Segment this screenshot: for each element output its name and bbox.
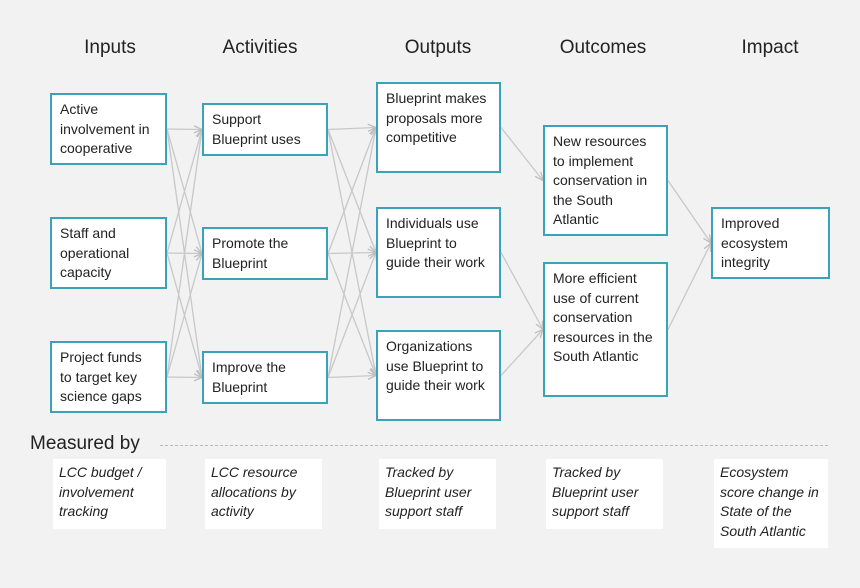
measure-activities: LCC resource allocations by activity: [205, 459, 322, 529]
activity-box-improve: Improve the Blueprint: [202, 351, 328, 404]
header-impact: Impact: [741, 37, 799, 58]
connector-arrow: [166, 129, 202, 130]
outcome-box-efficient-use: More efficient use of current conservati…: [543, 262, 668, 397]
input-box-staff: Staff and operational capacity: [50, 217, 167, 289]
measure-inputs: LCC budget / involvement tracking: [53, 459, 166, 529]
connector-arrow: [166, 377, 202, 378]
measured-divider: [160, 445, 828, 446]
connector-arrow: [667, 180, 711, 244]
output-box-individuals: Individuals use Blueprint to guide their…: [376, 207, 501, 298]
connector-arrow: [327, 376, 376, 378]
output-box-organizations: Organizations use Blueprint to guide the…: [376, 330, 501, 421]
header-activities: Activities: [222, 37, 298, 58]
input-box-involvement: Active involvement in cooperative: [50, 93, 167, 165]
impact-box-ecosystem: Improved ecosystem integrity: [711, 207, 830, 279]
header-outcomes: Outcomes: [559, 37, 647, 58]
measure-outputs: Tracked by Blueprint user support staff: [379, 459, 496, 529]
input-box-funds: Project funds to target key science gaps: [50, 341, 167, 413]
activity-box-promote: Promote the Blueprint: [202, 227, 328, 280]
connector-arrow: [327, 253, 376, 378]
measured-by-label: Measured by: [30, 433, 140, 454]
header-outputs: Outputs: [404, 37, 472, 58]
header-inputs: Inputs: [84, 37, 136, 58]
connector-arrow: [327, 128, 376, 378]
output-box-proposals: Blueprint makes proposals more competiti…: [376, 82, 501, 173]
connector-arrow: [500, 330, 543, 376]
connector-arrow: [327, 128, 376, 254]
measure-outcomes: Tracked by Blueprint user support staff: [546, 459, 663, 529]
connector-arrow: [166, 130, 202, 378]
activity-box-support: Support Blueprint uses: [202, 103, 328, 156]
connector-arrow: [500, 127, 543, 181]
connector-arrow: [500, 252, 543, 330]
measure-impact: Ecosystem score change in State of the S…: [714, 459, 828, 548]
connector-arrow: [166, 130, 202, 254]
connector-arrow: [166, 254, 202, 378]
outcome-box-new-resources: New resources to implement conservation …: [543, 125, 668, 236]
connector-arrow: [327, 128, 376, 130]
connector-arrow: [667, 243, 711, 330]
